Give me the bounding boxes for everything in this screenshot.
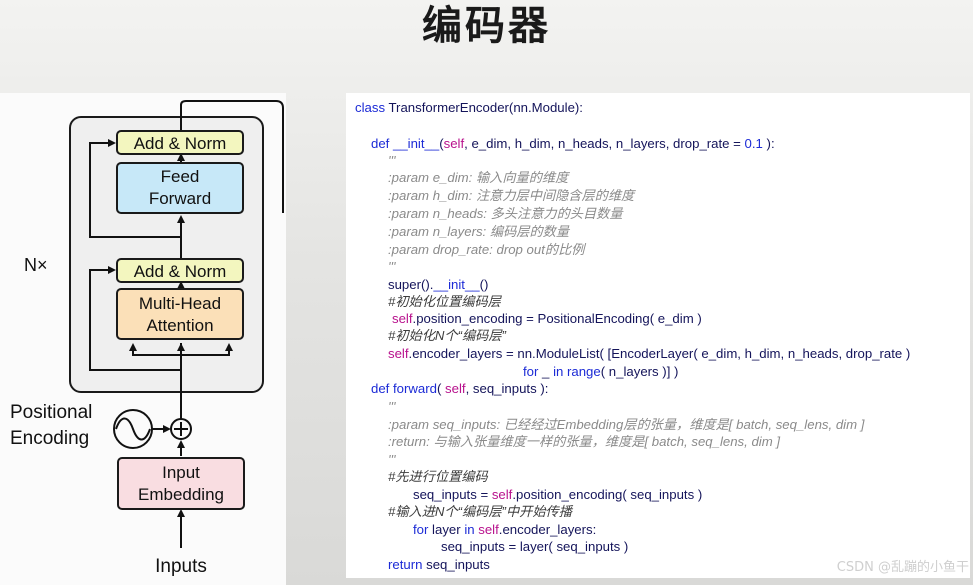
code-panel: class TransformerEncoder(nn.Module): def… (346, 93, 970, 578)
code-line-24: for layer in self.encoder_layers: (413, 522, 597, 537)
inputs-label: Inputs (155, 556, 207, 577)
code-line-4: :param e_dim: 输入向量的维度 (388, 170, 569, 185)
feed-forward-box (116, 162, 244, 214)
python-code-block: class TransformerEncoder(nn.Module): def… (346, 93, 970, 578)
code-line-26: return seq_inputs (388, 557, 490, 572)
feed-forward-label-line1: Feed (161, 167, 200, 186)
code-line-20: ''' (388, 452, 396, 467)
multi-head-attention-box (116, 288, 244, 340)
csdn-watermark: CSDN @乱蹦的小鱼干 (836, 560, 969, 575)
code-line-19: :return: 与输入张量维度一样的张量，维度是[ batch, seq_le… (388, 434, 781, 449)
add-norm-top-label: Add & Norm (134, 134, 227, 153)
code-line-1: class TransformerEncoder(nn.Module): (355, 100, 583, 115)
code-line-3: ''' (388, 153, 396, 168)
code-line-17: ''' (388, 399, 396, 414)
residual-connection-1 (89, 266, 181, 371)
code-line-8: :param drop_rate: drop out的比例 (388, 242, 585, 257)
transformer-encoder-diagram-panel: Add & Norm Feed Forward Add & Norm Multi… (0, 93, 286, 585)
input-embedding-label-line1: Input (162, 463, 200, 482)
slide-title: 编码器 (422, 3, 551, 49)
code-line-16: def forward( self, seq_inputs ): (371, 381, 549, 396)
add-norm-bottom-label: Add & Norm (134, 262, 227, 281)
code-line-22: seq_inputs = self.position_encoding( seq… (413, 487, 703, 502)
code-line-18: :param seq_inputs: 已经经过Embedding层的张量，维度是… (388, 417, 865, 432)
code-line-11: #初始化位置编码层 (388, 294, 501, 309)
positional-encoding-label-line2: Encoding (10, 428, 89, 449)
code-line-6: :param n_heads: 多头注意力的头目数量 (388, 206, 623, 221)
multi-head-attention-label-line1: Multi-Head (139, 294, 221, 313)
code-line-25: seq_inputs = layer( seq_inputs ) (441, 539, 629, 554)
code-line-5: :param h_dim: 注意力层中间隐含层的维度 (388, 188, 635, 203)
residual-connection-2 (89, 139, 181, 238)
encoder-output-line (180, 100, 284, 213)
code-line-13: #初始化N个“编码层” (388, 328, 506, 343)
code-line-14: self.encoder_layers = nn.ModuleList( [En… (388, 346, 911, 361)
code-line-9: ''' (388, 259, 396, 274)
positional-encoding-label-line1: Positional (10, 402, 92, 423)
code-line-10: super().__init__() (388, 277, 489, 292)
encoder-block (69, 116, 264, 393)
attention-input-branch (129, 343, 181, 356)
code-line-21: #先进行位置编码 (388, 469, 488, 484)
feed-forward-label-line2: Forward (149, 189, 211, 208)
input-embedding-box (117, 457, 245, 510)
code-line-2: def __init__(self, e_dim, h_dim, n_heads… (371, 136, 775, 151)
input-embedding-label-line2: Embedding (138, 485, 224, 504)
add-norm-bottom-box (116, 258, 244, 283)
code-line-23: #输入进N个“编码层”中开始传播 (388, 504, 572, 519)
add-norm-top-box (116, 130, 244, 155)
encoder-architecture-diagram: Add & Norm Feed Forward Add & Norm Multi… (10, 100, 284, 577)
code-line-12: self.position_encoding = PositionalEncod… (392, 311, 702, 326)
nx-label: N× (24, 255, 48, 275)
code-line-15: for _ in range( n_layers )] ) (523, 364, 679, 379)
code-line-7: :param n_layers: 编码层的数量 (388, 224, 570, 239)
multi-head-attention-label-line2: Attention (146, 316, 213, 335)
